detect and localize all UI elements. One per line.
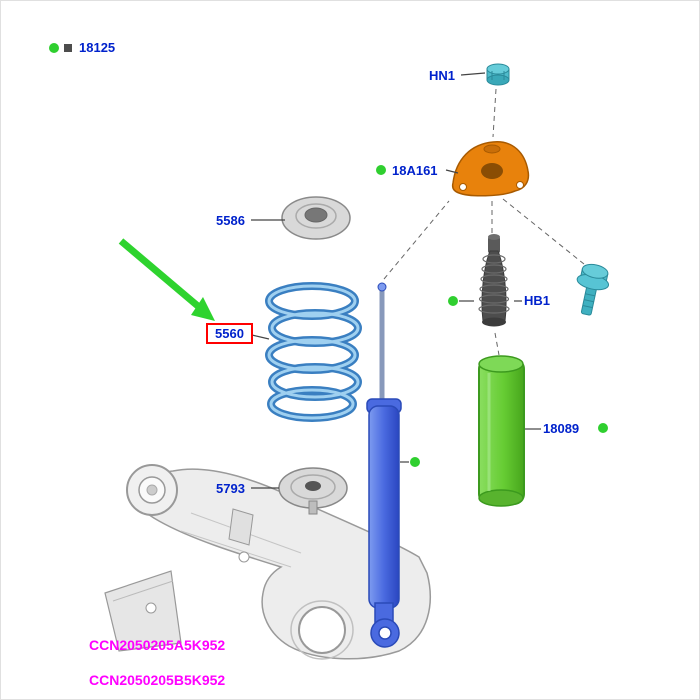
- coil-spring-5560-part: [265, 282, 362, 422]
- label-hb1[interactable]: HB1: [524, 293, 551, 308]
- bump-stop-hb1-part: [478, 234, 510, 327]
- pointer-arrow: [118, 238, 215, 321]
- dot-18089: [598, 423, 608, 433]
- label-5793[interactable]: 5793: [216, 481, 245, 496]
- leader-lines: [251, 72, 541, 489]
- dust-boot-18089-part: [478, 355, 525, 507]
- label-18125[interactable]: 18125: [79, 40, 116, 55]
- label-18a161[interactable]: 18A161: [392, 163, 438, 178]
- dot-18a161: [376, 165, 386, 175]
- lower-seat-5793-part: [278, 467, 348, 515]
- upper-seat-5586-part: [281, 196, 351, 240]
- shock-absorber-part: [366, 282, 402, 648]
- label-5560-highlighted[interactable]: 5560: [206, 323, 253, 344]
- legend-marker: [49, 43, 72, 53]
- bolt-part: [576, 263, 610, 316]
- dot-hb1: [448, 296, 458, 306]
- dot-shock: [410, 457, 420, 467]
- label-hn1[interactable]: HN1: [429, 68, 456, 83]
- label-18089[interactable]: 18089: [543, 421, 580, 436]
- label-5586[interactable]: 5586: [216, 213, 245, 228]
- top-mount-18a161-part: [451, 141, 530, 197]
- control-arm-part: [104, 464, 431, 660]
- catalog-code-2: CCN2050205B5K952: [89, 672, 226, 688]
- catalog-code-1: CCN2050205A5K952: [89, 637, 226, 653]
- callout-dots: [376, 165, 608, 467]
- nut-hn1-part: [486, 63, 510, 86]
- assembly-dashed-lines: [383, 88, 585, 356]
